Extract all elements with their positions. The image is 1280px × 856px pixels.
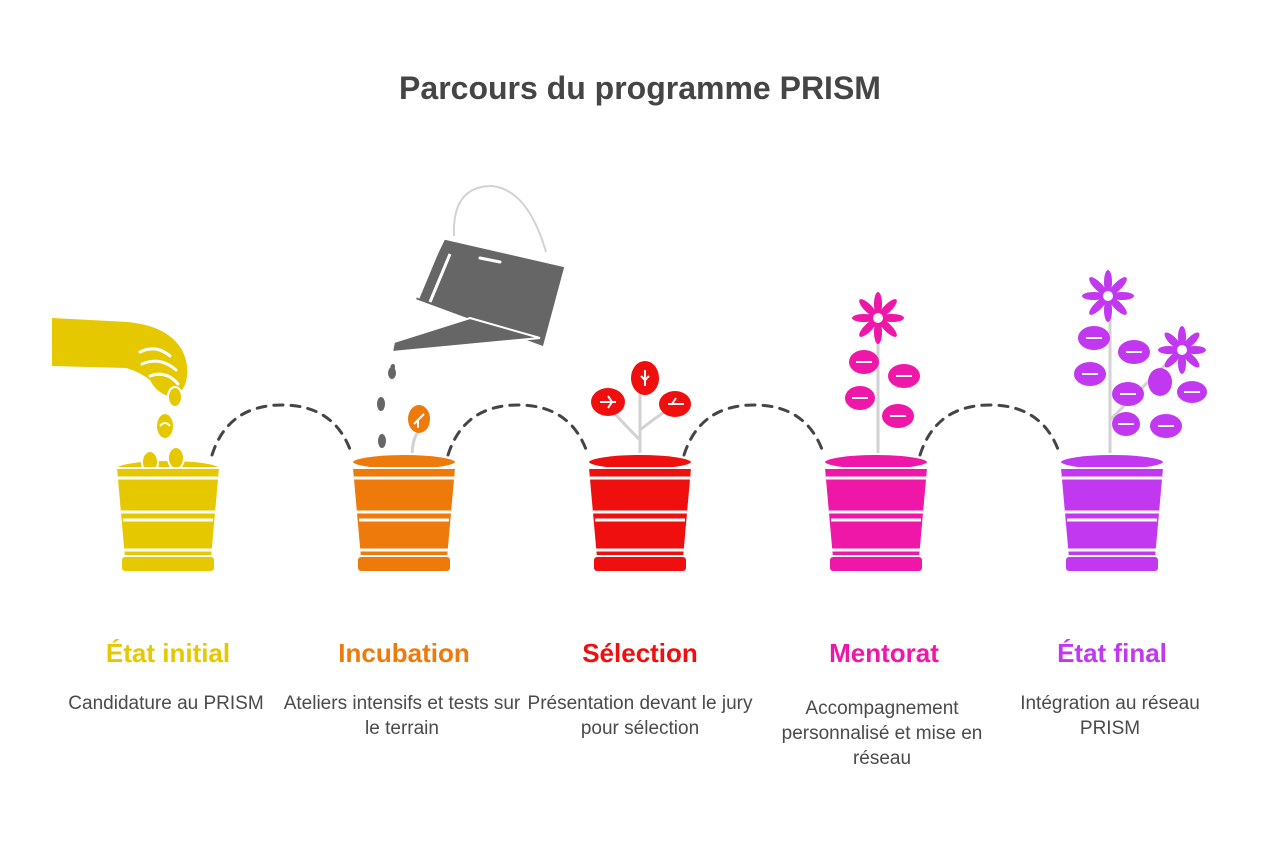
- seed-pot-icon: [114, 446, 222, 573]
- step-3-description: Présentation devant le jury pour sélecti…: [527, 693, 753, 739]
- page-title: Parcours du programme PRISM: [399, 70, 881, 106]
- step-4-description: Accompagnement personnalisé et mise en r…: [781, 698, 983, 769]
- leafy-pot-icon: [586, 361, 694, 573]
- step-5-title: État final: [1057, 638, 1167, 668]
- watering-can-icon: [377, 184, 568, 448]
- step-4-title: Mentorat: [829, 638, 939, 668]
- step-2-description: Ateliers intensifs et tests sur le terra…: [283, 693, 521, 739]
- connectors: [210, 403, 1062, 457]
- connector-3: [682, 403, 826, 457]
- connector-4: [918, 403, 1062, 457]
- blooming-pot-icon: [1058, 270, 1207, 573]
- sprout-pot-icon: [350, 405, 458, 573]
- step-5-description: Intégration au réseau PRISM: [1020, 693, 1200, 739]
- flowering-pot-icon: [822, 292, 930, 573]
- step-2-title: Incubation: [338, 638, 470, 668]
- step-1-title: État initial: [105, 638, 231, 668]
- step-1-description: Candidature au PRISM: [68, 693, 264, 714]
- step-3-title: Sélection: [582, 638, 698, 668]
- connector-1: [210, 403, 354, 457]
- hand-sowing-seeds-icon: [52, 318, 188, 440]
- connector-2: [446, 403, 590, 457]
